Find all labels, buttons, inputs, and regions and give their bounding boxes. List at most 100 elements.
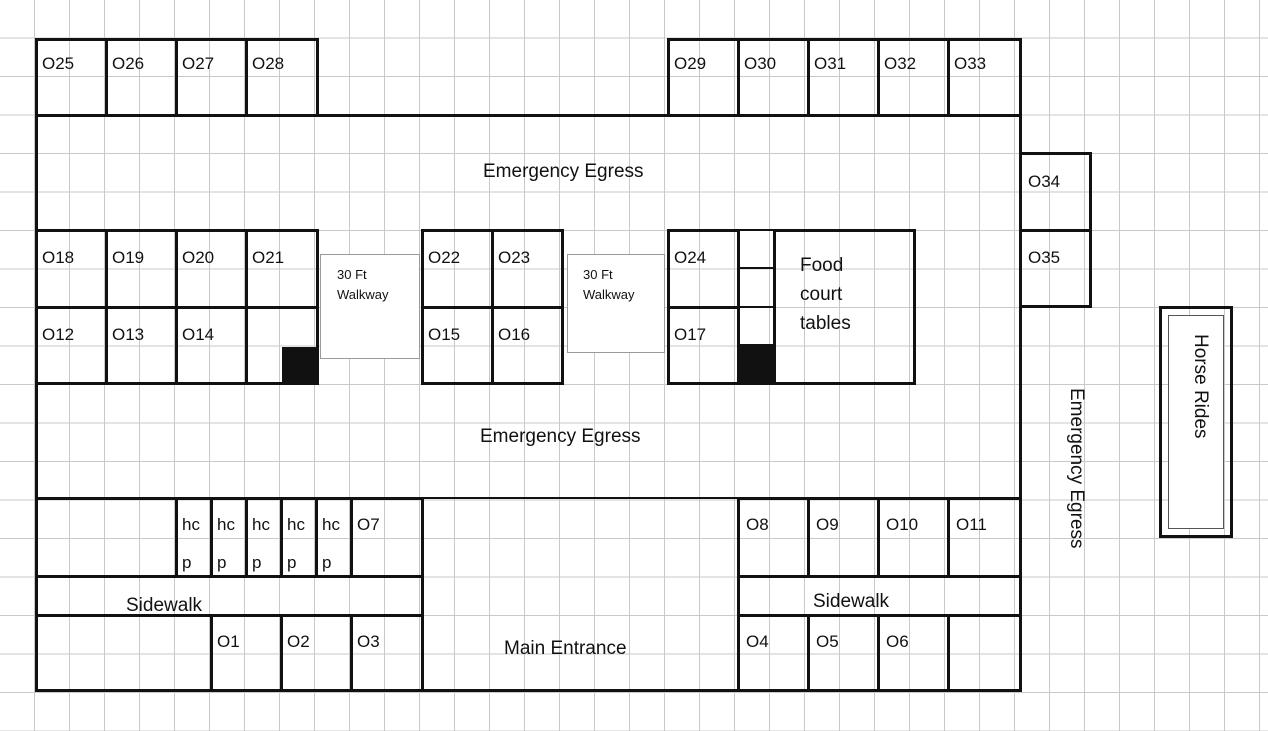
stall-o7: O7 [350,497,424,578]
sidewalk-left: Sidewalk [35,575,424,617]
stall-label: O3 [357,632,380,651]
hcp-label-bottom: p [322,553,332,572]
main-entrance-label: Main Entrance [504,638,627,659]
stall-o24: O24 [667,229,740,309]
stall-o8: O8 [737,497,810,578]
stall-o5: O5 [807,614,880,692]
stall-o33: O33 [947,38,1022,117]
hcp-label-top: hc [217,515,235,534]
stall-label: O4 [746,632,769,651]
stall-label: O19 [112,248,145,267]
stall-label: O24 [674,248,707,267]
stall-o19: O19 [105,229,178,309]
walkway-1: 30 Ft Walkway [320,254,420,359]
stall-label: O25 [42,54,75,73]
stall-o1: O1 [210,614,283,692]
stall-label: O12 [42,325,75,344]
stall-label: O6 [886,632,909,651]
stall-o16: O16 [491,306,564,385]
stall-o3: O3 [350,614,424,692]
stall-o21: O21 [245,229,319,309]
hcp-label-bottom: p [287,553,297,572]
sidewalk-left-label: Sidewalk [126,595,203,616]
stall-label: O31 [814,54,847,73]
stall-o12: O12 [35,306,108,385]
stall-label: O13 [112,325,145,344]
stall-label: O22 [428,248,461,267]
hcp-label-bottom: p [217,553,227,572]
horse-rides-label: Horse Rides [1190,334,1211,439]
food-court-label-line2: court [800,284,843,305]
stall-o27: O27 [175,38,248,117]
walkway-2: 30 Ft Walkway [567,254,665,353]
hcp-spot-3: hc p [245,497,283,578]
black-square-right [739,346,774,383]
hcp-spot-1: hc p [175,497,213,578]
stall-o20: O20 [175,229,248,309]
stall-o18: O18 [35,229,108,309]
narrow-cell [737,229,776,269]
stall-label: O8 [746,515,769,534]
food-court-label-line1: Food [800,255,844,276]
walkway-1-label-line2: Walkway [337,287,389,302]
stall-label: O32 [884,54,917,73]
stall-label: O2 [287,632,310,651]
emergency-egress-right-label: Emergency Egress [1066,388,1087,549]
black-square-left [282,347,317,383]
stall-o14: O14 [175,306,248,385]
stall-o13: O13 [105,306,178,385]
food-court-label-line3: tables [800,313,851,334]
stall-o2: O2 [280,614,353,692]
stall-label: O27 [182,54,215,73]
stall-o29: O29 [667,38,740,117]
hcp-spot-5: hc p [315,497,353,578]
sidewalk-right: Sidewalk [737,575,1022,617]
hcp-spot-2: hc p [210,497,248,578]
emergency-egress-middle-label: Emergency Egress [480,426,641,447]
stall-o4: O4 [737,614,810,692]
stall-label: O17 [674,325,707,344]
stall-o30: O30 [737,38,810,117]
stall-o32: O32 [877,38,950,117]
hcp-spot-4: hc p [280,497,318,578]
stall-label: O21 [252,248,285,267]
stall-label: O29 [674,54,707,73]
food-court-tables: Food court tables [773,229,916,385]
narrow-cell [737,306,776,346]
stall-o11: O11 [947,497,1022,578]
main-entrance [421,497,740,692]
stall-o6: O6 [877,614,950,692]
walkway-2-label-line1: 30 Ft [583,267,613,282]
stall-label: O23 [498,248,531,267]
stall-label: O16 [498,325,531,344]
stall-label: O34 [1028,172,1061,191]
stall-label: O11 [956,515,987,534]
stall-label: O14 [182,325,215,344]
stall-label: O30 [744,54,777,73]
stall-unlabeled-left [245,306,319,385]
horse-rides-area: Horse Rides [1159,306,1233,538]
sidewalk-right-label: Sidewalk [813,591,890,612]
stall-o23: O23 [491,229,564,309]
hcp-label-bottom: p [252,553,262,572]
stall-label: O20 [182,248,215,267]
stall-label: O15 [428,325,461,344]
stall-label: O7 [357,515,380,534]
stall-label: O33 [954,54,987,73]
stall-o31: O31 [807,38,880,117]
stall-label: O18 [42,248,75,267]
stall-label: O28 [252,54,285,73]
hcp-label-top: hc [182,515,200,534]
stall-o25: O25 [35,38,108,117]
stall-label: O10 [886,515,919,534]
stall-o17: O17 [667,306,740,385]
narrow-cell [737,267,776,308]
stall-label: O9 [816,515,839,534]
stall-o22: O22 [421,229,494,309]
hcp-label-bottom: p [182,553,192,572]
hcp-label-top: hc [322,515,340,534]
hcp-label-top: hc [252,515,270,534]
stall-o26: O26 [105,38,178,117]
hcp-label-top: hc [287,515,305,534]
stall-o34: O34 [1019,152,1092,232]
